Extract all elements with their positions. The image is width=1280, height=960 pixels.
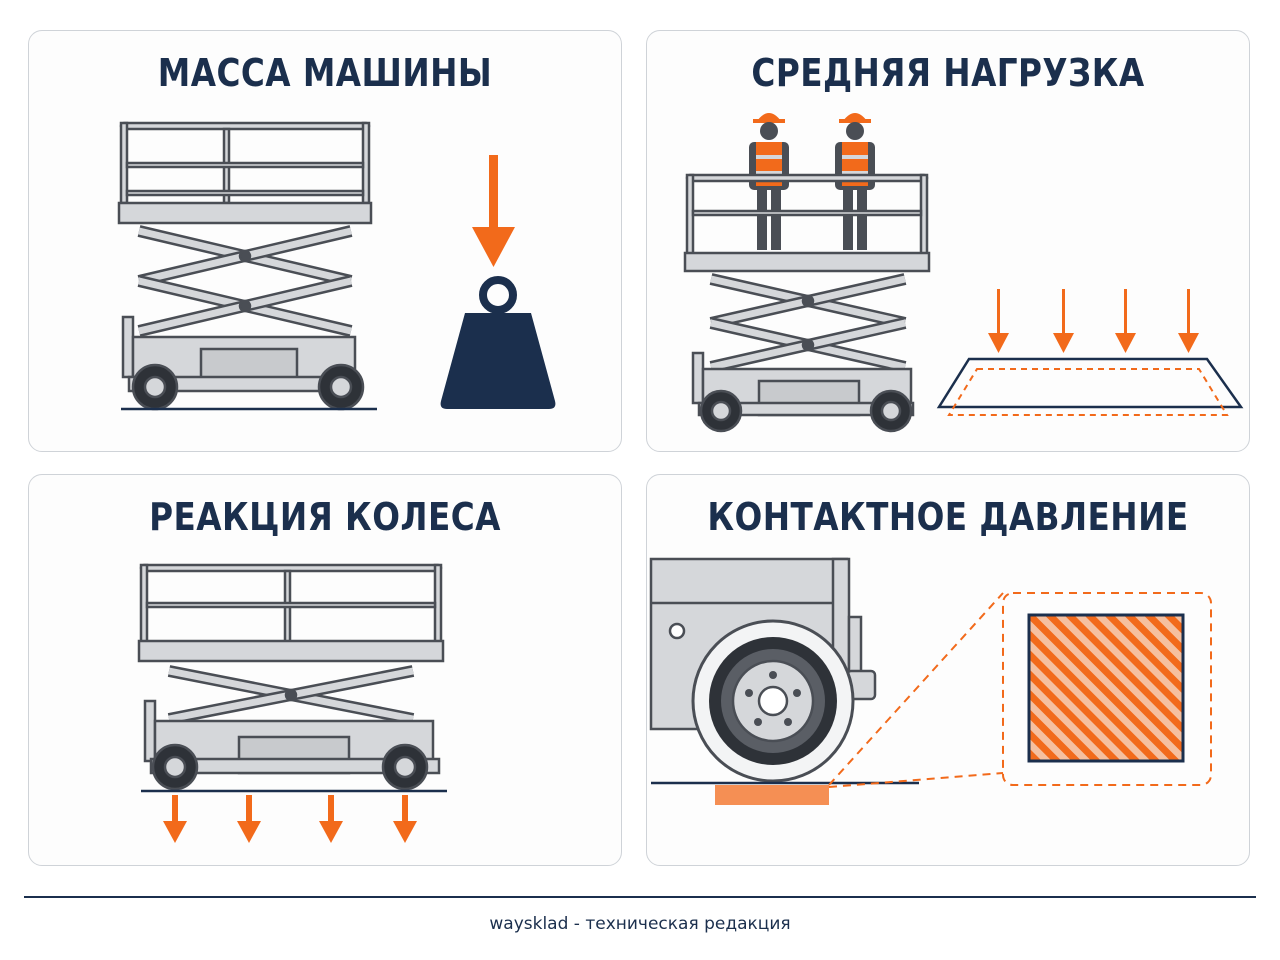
scissor-lift-icon bbox=[117, 121, 373, 411]
panel-title: МАССА МАШИНЫ bbox=[157, 51, 493, 95]
panel-title: РЕАКЦИЯ КОЛЕСА bbox=[149, 495, 501, 539]
contact-patch-detail bbox=[1027, 613, 1185, 763]
panel-wheel-reaction: РЕАКЦИЯ КОЛЕСА bbox=[28, 474, 622, 866]
panel-title: СРЕДНЯЯ НАГРУЗКА bbox=[751, 51, 1145, 95]
average-load-illustration bbox=[683, 113, 1244, 433]
callout-lines bbox=[828, 592, 1212, 788]
weight-icon bbox=[440, 276, 556, 409]
footer-caption: waysklad - техническая редакция bbox=[489, 914, 791, 934]
down-arrow-icon bbox=[1178, 289, 1199, 353]
panel-machine-mass: МАССА МАШИНЫ bbox=[28, 30, 622, 452]
footer-divider bbox=[24, 896, 1256, 898]
down-arrow-icon bbox=[237, 795, 261, 843]
contact-pressure-illustration bbox=[649, 557, 1212, 805]
contact-patch-icon bbox=[715, 785, 829, 805]
down-arrow-icon bbox=[1053, 289, 1074, 353]
down-arrow-icon bbox=[1115, 289, 1136, 353]
wheel-reaction-illustration bbox=[137, 563, 447, 843]
down-arrow-icon bbox=[472, 155, 515, 267]
down-arrow-icon bbox=[319, 795, 343, 843]
down-arrow-icon bbox=[163, 795, 187, 843]
machine-mass-illustration bbox=[117, 121, 556, 411]
scissor-lift-icon bbox=[137, 563, 445, 791]
panel-contact-pressure: КОНТАКТНОЕ ДАВЛЕНИЕ bbox=[646, 474, 1250, 866]
panel-title: КОНТАКТНОЕ ДАВЛЕНИЕ bbox=[707, 495, 1189, 539]
wheel-icon bbox=[691, 619, 855, 783]
down-arrow-icon bbox=[393, 795, 417, 843]
down-arrow-icon bbox=[988, 289, 1009, 353]
load-plate-icon bbox=[936, 357, 1244, 416]
panel-average-load: СРЕДНЯЯ НАГРУЗКА bbox=[646, 30, 1250, 452]
scissor-lift-icon bbox=[683, 173, 931, 433]
